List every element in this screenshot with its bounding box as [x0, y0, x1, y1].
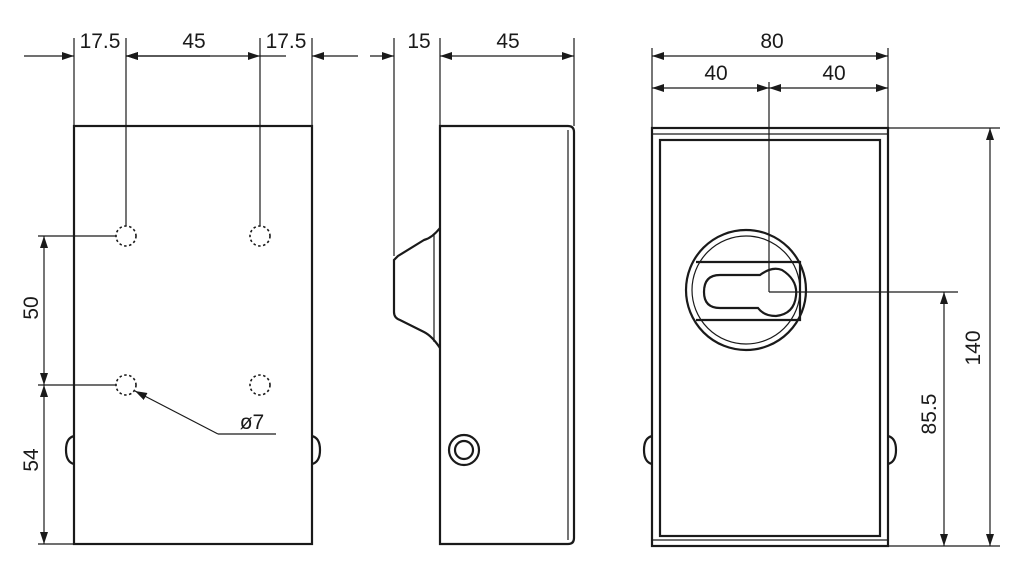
- side-button-inner: [453, 439, 475, 461]
- dim-hole-spacing-label: 50: [20, 296, 43, 319]
- rear-body-outline: [650, 126, 890, 548]
- cylinder-rose-outer: [684, 228, 808, 352]
- front-right-bump: [311, 434, 322, 466]
- dim-depth-label: 45: [496, 30, 519, 53]
- rear-left-bump: [642, 434, 653, 466]
- mounting-hole-top-right: [249, 225, 271, 247]
- side-button-outer: [447, 433, 481, 467]
- hole-diameter-label: ø7: [240, 411, 265, 434]
- dim-flange-label: 15: [407, 30, 430, 53]
- mounting-hole-bottom-left: [115, 374, 137, 396]
- rear-right-bump: [887, 434, 898, 466]
- dim-center-label: 45: [182, 30, 205, 53]
- cylinder-frame: [696, 260, 802, 322]
- keyhole-slot: [702, 267, 798, 318]
- dim-height-label: 140: [962, 330, 985, 365]
- side-body-outline: [438, 124, 576, 546]
- dim-cylinder-height-label: 85.5: [918, 394, 941, 435]
- dim-right-half-label: 40: [822, 62, 845, 85]
- dim-left-edge-label: 17.5: [80, 30, 121, 53]
- rear-view: 80 40 40 140 85.5: [642, 30, 1000, 548]
- dim-right-edge-label: 17.5: [266, 30, 307, 53]
- dim-bottom-label: 54: [20, 448, 43, 472]
- front-left-bump: [64, 434, 75, 466]
- cylinder-rose-inner: [691, 235, 801, 345]
- front-body-outline: [72, 124, 314, 546]
- mounting-hole-bottom-right: [249, 374, 271, 396]
- mounting-hole-top-left: [115, 225, 137, 247]
- side-view: 15 45: [370, 30, 576, 546]
- front-view: 17.5 45 17.5 50 54 ø7: [20, 30, 358, 546]
- leader-arrow: [134, 390, 219, 435]
- dim-left-half-label: 40: [704, 62, 727, 85]
- side-flange-profile: [392, 227, 441, 349]
- dim-total-width-label: 80: [760, 30, 783, 53]
- rear-inner-outline: [658, 138, 882, 538]
